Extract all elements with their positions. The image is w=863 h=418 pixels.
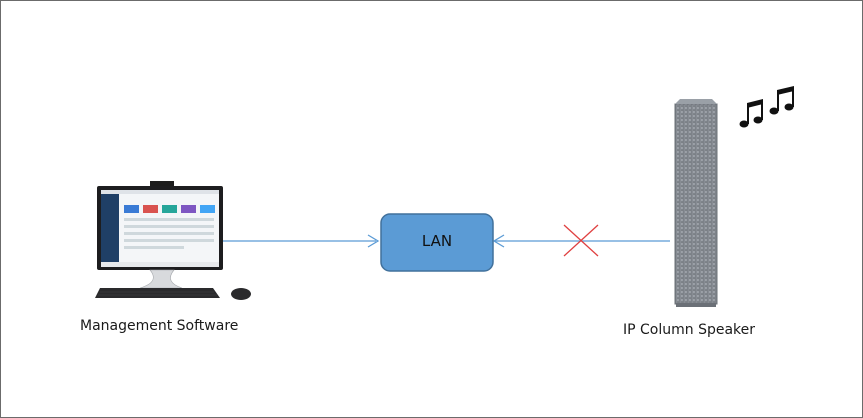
lan-label: LAN bbox=[421, 232, 453, 250]
music-notes-icon bbox=[739, 86, 794, 128]
mouse-icon bbox=[231, 288, 251, 300]
keyboard-icon bbox=[95, 288, 220, 298]
management-software-label: Management Software bbox=[80, 318, 239, 334]
lan-node bbox=[380, 213, 494, 272]
all-in-one-pc-icon bbox=[97, 181, 223, 289]
link-pc-to-lan bbox=[222, 234, 380, 248]
red-x-icon bbox=[563, 224, 599, 257]
ip-column-speaker-label: IP Column Speaker bbox=[623, 322, 756, 338]
column-speaker-icon bbox=[674, 99, 718, 307]
